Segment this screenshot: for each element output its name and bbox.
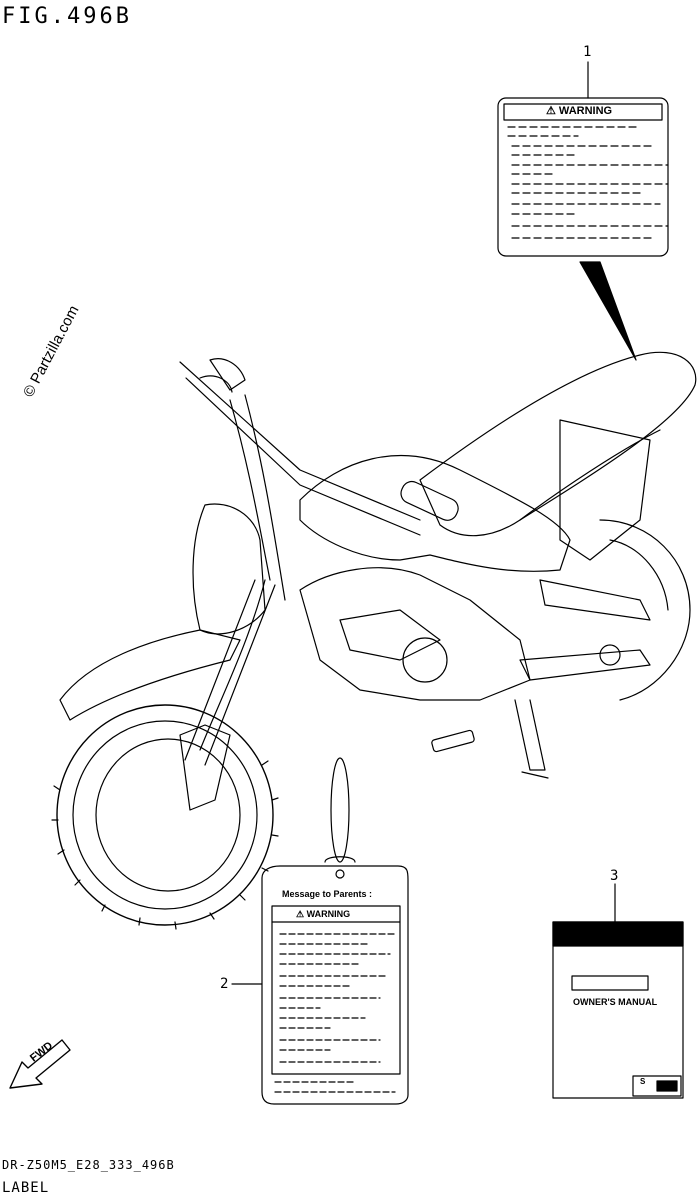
owners-manual-title: OWNER'S MANUAL xyxy=(573,997,658,1007)
callout-2: 2 xyxy=(220,976,229,992)
warning-triangle-icon: ⚠ xyxy=(296,909,307,919)
owners-manual-part-3 xyxy=(552,883,684,1099)
figure-code: DR-Z50M5_E28_333_496B xyxy=(2,1158,175,1172)
figure-label: LABEL xyxy=(2,1180,50,1196)
hang-tag-part-2 xyxy=(231,757,409,1105)
hang-tag-heading: Message to Parents : xyxy=(282,889,373,899)
motorcycle-illustration xyxy=(51,351,697,930)
figure-title: FIG.496B xyxy=(2,4,132,29)
callout-3: 3 xyxy=(610,868,619,884)
owners-manual-badge: S xyxy=(640,1077,646,1086)
callout-1: 1 xyxy=(583,44,592,60)
warning-label-heading: ⚠ WARNING xyxy=(546,105,613,117)
warning-triangle-icon: ⚠ xyxy=(546,105,559,117)
fwd-arrow-icon xyxy=(9,1039,71,1089)
hang-tag-warning: ⚠ WARNING xyxy=(296,909,351,919)
warning-label-part-1 xyxy=(497,61,669,361)
